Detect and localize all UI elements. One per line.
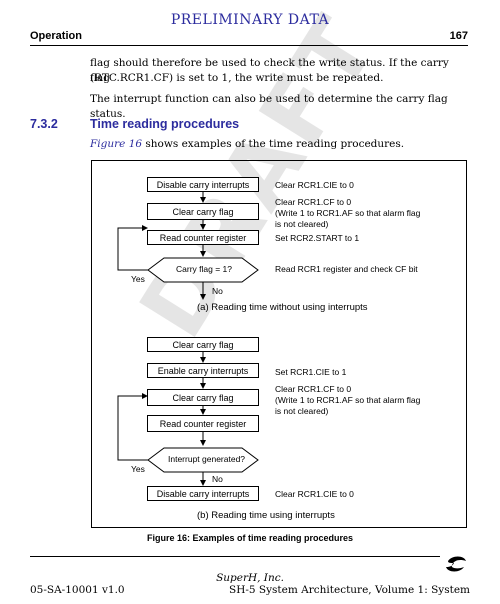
- paragraph-line: (RTC.RCR1.CF) is set to 1, the write mus…: [90, 72, 384, 84]
- preliminary-banner: PRELIMINARY DATA: [170, 12, 330, 28]
- intro-text: shows examples of the time reading proce…: [142, 138, 405, 150]
- flow-a-note: (Write 1 to RCR1.AF so that alarm flag: [275, 208, 421, 218]
- figure-link[interactable]: Figure 16: [90, 138, 143, 150]
- flow-a-step-read-counter: Read counter register: [147, 230, 259, 245]
- flow-a-decision: Carry flag = 1?: [176, 264, 232, 274]
- flow-b-no-label: No: [212, 474, 223, 484]
- flow-b-step-enable-interrupts: Enable carry interrupts: [147, 363, 259, 378]
- section-title: Time reading procedures: [90, 117, 240, 131]
- section-number: 7.3.2: [30, 117, 58, 131]
- paragraph-line: flag should therefore be used to check t…: [90, 57, 449, 84]
- flow-b-note: Clear RCR1.CIE to 0: [275, 489, 354, 499]
- flow-a-note: Set RCR2.START to 1: [275, 233, 360, 243]
- flow-a-note: is not cleared): [275, 219, 329, 229]
- flow-a-step-disable-interrupts: Disable carry interrupts: [147, 177, 259, 192]
- paragraph: The interrupt function can also be used …: [90, 93, 448, 120]
- flow-b-note: Clear RCR1.CF to 0: [275, 384, 352, 394]
- flow-a-note: Clear RCR1.CIE to 0: [275, 180, 354, 190]
- flow-b-note: (Write 1 to RCR1.AF so that alarm flag: [275, 395, 421, 405]
- footer-brand: SuperH, Inc.: [216, 572, 284, 584]
- flow-b-decision: Interrupt generated?: [168, 454, 246, 464]
- flow-a-yes-label: Yes: [131, 274, 145, 284]
- chapter-header: Operation: [30, 30, 82, 42]
- footer-doc-title: SH-5 System Architecture, Volume 1: Syst…: [229, 584, 470, 596]
- figure-frame: [91, 160, 467, 528]
- intro-paragraph: Figure 16 shows examples of the time rea…: [90, 137, 460, 152]
- flow-b-subcaption: (b) Reading time using interrupts: [197, 510, 335, 521]
- flow-b-step-read-counter: Read counter register: [147, 415, 259, 432]
- flow-b-step-clear-flag-2: Clear carry flag: [147, 389, 259, 406]
- flow-a-note: Clear RCR1.CF to 0: [275, 197, 352, 207]
- footer-rule: [30, 556, 440, 557]
- flow-b-yes-label: Yes: [131, 464, 145, 474]
- flow-a-no-label: No: [212, 286, 223, 296]
- flow-a-subcaption: (a) Reading time without using interrupt…: [197, 302, 368, 313]
- flow-b-step-clear-flag: Clear carry flag: [147, 337, 259, 352]
- flow-b-note: Set RCR1.CIE to 1: [275, 367, 347, 377]
- footer-doc-id: 05-SA-10001 v1.0: [30, 584, 125, 596]
- flow-a-note: Read RCR1 register and check CF bit: [275, 264, 418, 274]
- figure-caption: Figure 16: Examples of time reading proc…: [146, 533, 354, 543]
- flow-a-step-clear-flag: Clear carry flag: [147, 203, 259, 220]
- header-rule: [30, 45, 468, 46]
- flow-b-step-disable-interrupts: Disable carry interrupts: [147, 486, 259, 501]
- page-number: 167: [449, 30, 468, 42]
- flow-b-note: is not cleared): [275, 406, 329, 416]
